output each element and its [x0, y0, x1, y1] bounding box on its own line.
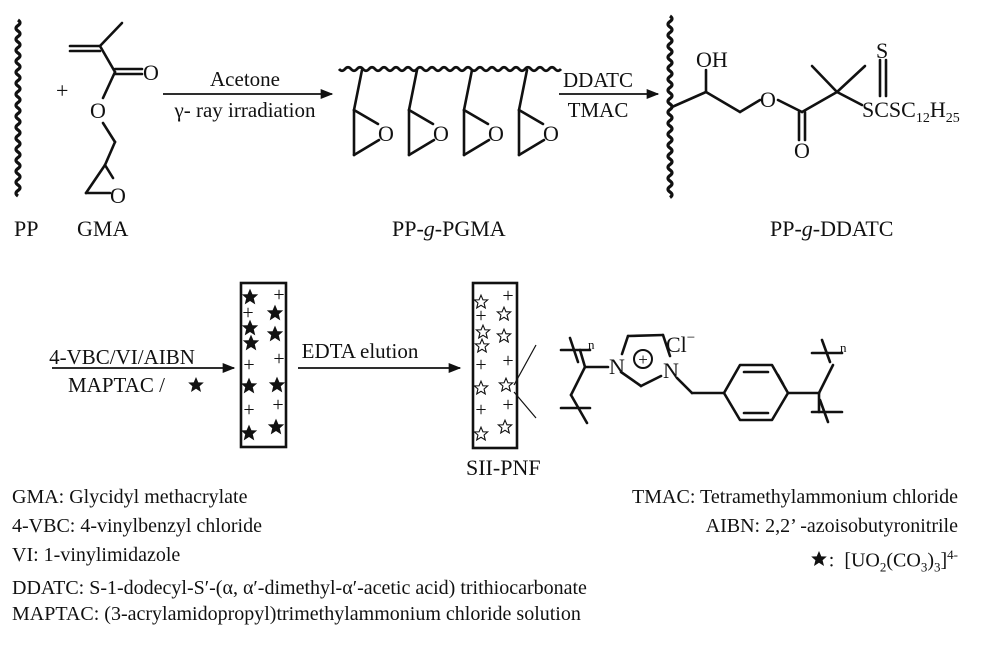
arrow4-top-text: EDTA elution [302, 339, 419, 363]
positive-charge-icon: + [273, 348, 284, 370]
pp-chain-icon [14, 18, 22, 198]
legend-item-uranyl: : [UO2(CO3)3]4- [632, 542, 958, 575]
arrow2-top-text: DDATC [563, 68, 633, 92]
gma-ester-o: O [90, 98, 106, 123]
imidazole-n2: N [663, 358, 679, 383]
pp-g-ddatc-label: PP-g-DDATC [770, 216, 893, 241]
vacant-imprint-site-icon [497, 419, 513, 434]
legend-item-tmac: TMAC: Tetramethylammonium chloride [632, 486, 958, 508]
legend-item-ddatc: DDATC: S-1-dodecyl-S′-(α, α′-dimethyl-α′… [12, 577, 587, 599]
gma-epoxide-o: O [110, 183, 126, 208]
zoom-line-upper [513, 344, 537, 386]
epoxide-o: O [543, 121, 559, 146]
arrow1-bottom-text: γ- ray irradiation [173, 98, 316, 122]
pp-g-pgma-label: PP-g-PGMA [392, 216, 506, 241]
gma-structure: O O O [68, 21, 159, 208]
positive-charge-icon: + [475, 305, 486, 327]
positive-charge-icon: + [243, 354, 254, 376]
uranyl-complex-icon [266, 325, 284, 342]
positive-charge-icon: + [502, 285, 513, 307]
sii-pnf-label: SII-PNF [466, 455, 541, 480]
positive-charge-icon: + [502, 394, 513, 416]
epoxide-o: O [488, 121, 504, 146]
ester-o-label: O [760, 87, 776, 112]
legend-item-maptac: MAPTAC: (3-acrylamidopropyl)trimethylamm… [12, 603, 581, 625]
vacant-imprint-site-icon [498, 377, 514, 392]
filled-star-icon [810, 550, 827, 566]
positive-charge-icon: + [272, 394, 283, 416]
imidazole-n1: N [609, 354, 625, 379]
positive-charge-icon: + [243, 399, 254, 421]
epoxide-o: O [378, 121, 394, 146]
vacant-imprint-site-icon [473, 380, 489, 395]
positive-charge-icon: + [475, 399, 486, 421]
arrow1-top-text: Acetone [210, 67, 280, 91]
plus-sign: + [56, 78, 68, 103]
eluted-fiber-marks: + + + + + + [473, 285, 514, 441]
epoxide-graft-unit: O [352, 68, 394, 157]
trithiocarbonate-chain: SCSC12H25 [862, 97, 960, 126]
abbreviation-legend-left: GMA: Glycidyl methacrylate 4-VBC: 4-viny… [12, 484, 587, 627]
uranyl-complex-icon [267, 418, 285, 435]
vacant-imprint-site-icon [496, 306, 512, 321]
filled-star-icon [188, 377, 204, 392]
eluted-fiber-icon [471, 281, 519, 450]
pp-label: PP [14, 216, 38, 241]
abbreviation-legend-right: TMAC: Tetramethylammonium chloride AIBN:… [632, 484, 958, 575]
positive-charge-icon: + [273, 284, 284, 306]
epoxide-o: O [433, 121, 449, 146]
positive-charge-icon: + [475, 354, 486, 376]
uranyl-complex-icon [266, 304, 284, 321]
vacant-imprint-site-icon [473, 426, 489, 441]
epoxide-graft-unit: O [462, 68, 504, 157]
chloride-counterion: Cl− [666, 330, 695, 357]
vacant-imprint-site-icon [496, 328, 512, 343]
arrow3-top-text: 4-VBC/VI/AIBN [49, 345, 195, 369]
hydroxyl-label: OH [696, 47, 728, 72]
loaded-fiber-marks: + + + + + + [240, 284, 286, 441]
gma-label: GMA [77, 216, 128, 241]
uranyl-complex-icon [268, 376, 286, 393]
gma-carbonyl-o: O [143, 60, 159, 85]
repeat-n-right: n [840, 340, 847, 355]
arrow3-bottom-text: MAPTAC / [68, 373, 165, 397]
loaded-fiber-icon [239, 281, 288, 449]
pp-g-ddatc-structure: OH O O S SCSC12H25 [666, 14, 960, 199]
arrow2-bottom-text: TMAC [568, 98, 629, 122]
zoom-line-lower [513, 391, 537, 419]
vacant-imprint-site-icon [475, 324, 491, 339]
legend-item-4vbc: 4-VBC: 4-vinylbenzyl chloride [12, 515, 262, 537]
epoxide-graft-unit: O [407, 68, 449, 157]
uranyl-complex-icon [240, 377, 258, 394]
uranyl-complex-icon [240, 424, 258, 441]
epoxide-graft-unit: O [517, 68, 559, 157]
thione-s-label: S [876, 38, 888, 63]
uranyl-complex-icon [242, 334, 260, 351]
carbonyl-o-label: O [794, 138, 810, 163]
vacant-imprint-site-icon [474, 338, 490, 353]
repeat-n-left: n [588, 337, 595, 352]
imidazolium-charge: + [638, 350, 648, 369]
legend-item-vi: VI: 1-vinylimidazole [12, 544, 181, 566]
legend-item-gma: GMA: Glycidyl methacrylate [12, 486, 248, 508]
positive-charge-icon: + [502, 350, 513, 372]
legend-item-aibn: AIBN: 2,2’ -azoisobutyronitrile [705, 515, 958, 537]
polymer-repeat-structure: n N N + Cl− n [559, 330, 847, 425]
positive-charge-icon: + [242, 302, 253, 324]
